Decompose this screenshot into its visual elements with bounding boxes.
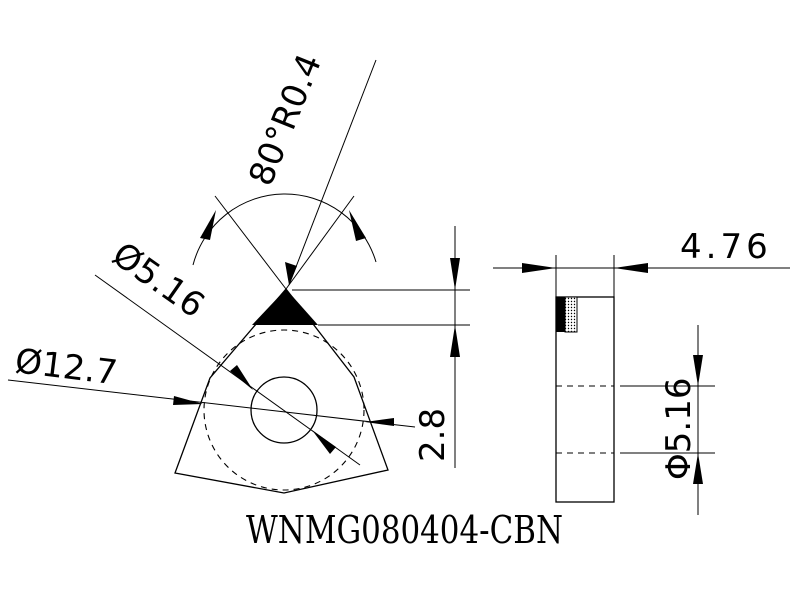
- insert-diameter-label: Ø12.7: [13, 341, 120, 393]
- hole-diameter-label: Ø5.16: [105, 235, 212, 327]
- angle-radius-label: 80°R0.4: [241, 48, 330, 191]
- side-hole-label: Φ5.16: [659, 378, 699, 480]
- cbn-tip: [252, 289, 318, 325]
- side-cbn-black: [556, 297, 565, 332]
- tip-height-label: 2.8: [413, 408, 453, 462]
- side-cbn-substrate: [564, 296, 578, 333]
- center-hole: [250, 376, 318, 444]
- part-number-title: WNMG080404-CBN: [246, 508, 563, 552]
- side-body: [555, 296, 615, 503]
- hole-diameter-dimension: Ø5.16: [94, 235, 361, 466]
- thickness-label: 4.76: [680, 227, 772, 267]
- tip-height-dimension: 2.8: [292, 226, 470, 468]
- insert-diameter-dimension: Ø12.7: [7, 341, 416, 428]
- angle-dimension: 80°R0.4: [192, 48, 377, 290]
- insert-side-view: [555, 296, 615, 503]
- thickness-dimension: 4.76: [493, 227, 790, 297]
- insert-outline: [174, 287, 389, 494]
- inscribed-circle: [203, 329, 365, 491]
- side-hole-dimension: Φ5.16: [620, 325, 715, 515]
- insert-top-view: [174, 287, 389, 494]
